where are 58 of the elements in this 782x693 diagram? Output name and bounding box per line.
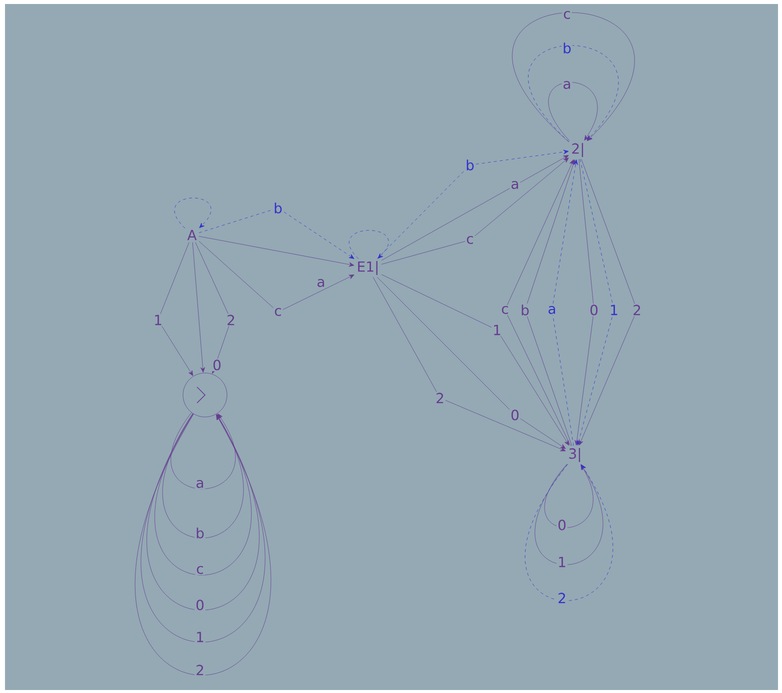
- edge-label: c: [273, 306, 283, 317]
- edge-label: 0: [212, 358, 222, 372]
- edge-label: 2: [434, 392, 446, 404]
- edge-label: c: [195, 564, 205, 575]
- arrow: [198, 236, 354, 267]
- edge-label: c: [465, 234, 475, 245]
- edge-label: 1: [608, 304, 620, 316]
- arrow: [524, 159, 576, 446]
- arrow: [529, 45, 619, 142]
- edge-label: a: [546, 304, 558, 315]
- edge-label: c: [562, 10, 572, 20]
- state-label: A: [187, 230, 197, 240]
- edge-label: b: [194, 526, 206, 540]
- edge-label: 1: [152, 314, 164, 326]
- arrow: [163, 413, 244, 538]
- state-label: E1|: [358, 261, 378, 275]
- arrow: [174, 198, 212, 228]
- arrow: [535, 464, 604, 565]
- edge-label: 2: [632, 304, 642, 316]
- edge-label: 1: [556, 556, 568, 568]
- edge-label: 0: [556, 518, 568, 532]
- edge-label: 2: [556, 592, 568, 604]
- state-circle: [182, 372, 228, 418]
- edge-label: b: [520, 304, 530, 316]
- edge-label: b: [562, 42, 572, 54]
- state-label: 3|: [569, 448, 580, 462]
- edge-label: a: [194, 478, 206, 489]
- edge-label: 0: [510, 408, 520, 422]
- arrow: [574, 159, 594, 446]
- edge-label: 1: [194, 630, 206, 644]
- arrow: [170, 412, 236, 490]
- edge-label: 2: [226, 314, 236, 326]
- arrow: [158, 242, 194, 376]
- edge-label: c: [500, 304, 510, 315]
- edge-label: a: [316, 278, 326, 288]
- arrow: [198, 241, 354, 312]
- edge-label: 1: [492, 324, 502, 336]
- arrow: [544, 464, 594, 528]
- state-label: 2|: [572, 143, 584, 157]
- edge-label: 0: [588, 304, 600, 316]
- arrow: [195, 242, 232, 374]
- arrow: [198, 208, 354, 259]
- edge-label: b: [272, 202, 284, 214]
- edge-label: 2: [194, 664, 206, 676]
- arrow: [578, 159, 638, 446]
- arrow: [552, 160, 578, 446]
- edge-label: a: [510, 180, 520, 190]
- edge-label: a: [562, 80, 572, 90]
- arrow: [192, 242, 205, 373]
- arrow: [526, 464, 613, 601]
- edge-label: b: [464, 158, 476, 172]
- arrow: [514, 12, 634, 142]
- arrow: [155, 413, 252, 576]
- arrow: [504, 159, 574, 446]
- arrow: [548, 82, 598, 141]
- arrow: [348, 230, 389, 259]
- arrow: [576, 159, 614, 446]
- edge-label: 0: [194, 598, 206, 612]
